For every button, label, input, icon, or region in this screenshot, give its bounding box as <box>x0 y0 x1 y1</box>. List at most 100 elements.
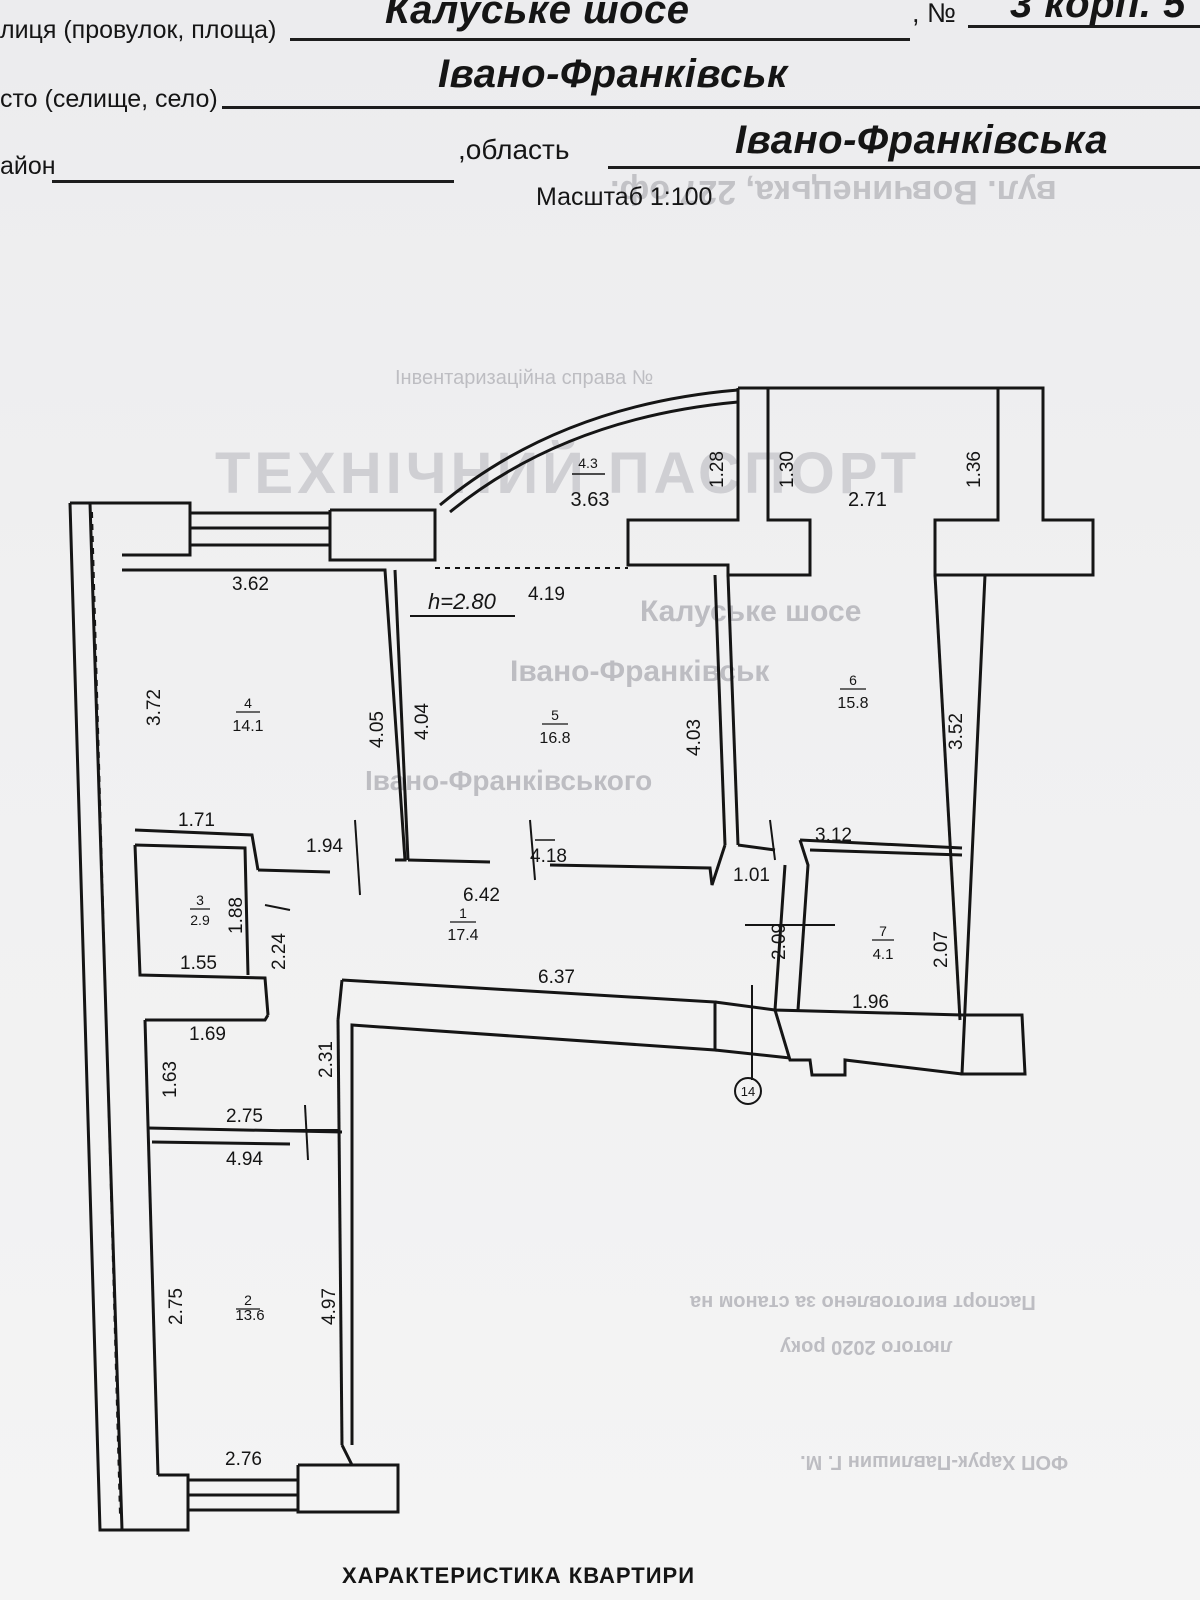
door-mark <box>264 904 291 911</box>
dimension-labels: 3.62 4.19 2.71 1.71 1.94 4.18 3.12 6.42 … <box>178 489 889 1470</box>
room-area: 2.9 <box>190 912 210 928</box>
exterior-wall <box>773 1009 963 1077</box>
ghost-text: Івано-Франківського <box>365 765 653 796</box>
dimension: 1.30 <box>777 451 798 488</box>
interior-wall <box>134 828 260 871</box>
dimension: 4.04 <box>412 703 433 740</box>
dimension: 2.75 <box>166 1288 187 1325</box>
district-line <box>52 180 454 183</box>
number-label: , № <box>912 0 956 28</box>
room-number: 3 <box>196 892 204 908</box>
room-area: 4.1 <box>873 946 894 963</box>
balcony-arc <box>439 388 739 507</box>
door-mark <box>769 819 776 861</box>
interior-wall <box>714 1000 776 1012</box>
room-number: 5 <box>551 707 559 723</box>
room-number: 4 <box>244 695 252 711</box>
room-area: 13.6 <box>235 1307 264 1324</box>
interior-wall <box>393 569 410 861</box>
interior-wall <box>341 978 717 1445</box>
number-value: 3 корп. 5 <box>1010 0 1186 26</box>
dimension: 1.36 <box>964 451 985 488</box>
dimension: 1.69 <box>189 1024 226 1045</box>
street-line <box>290 38 910 41</box>
dimension: 2.76 <box>225 1449 262 1470</box>
exterior-wall <box>933 388 1000 577</box>
dimension: 4.97 <box>319 1288 340 1325</box>
interior-wall <box>340 1444 354 1466</box>
room-area: 15.8 <box>837 695 868 712</box>
interior-wall <box>799 838 963 850</box>
dimension: 1.63 <box>160 1061 181 1098</box>
dimension: 1.96 <box>852 992 889 1013</box>
ghost-text: Івано-Франківськ <box>510 655 770 688</box>
balcony-arc <box>449 400 739 514</box>
dimension: 1.88 <box>226 897 247 934</box>
ghost-text: ТЕХНІЧНИЙ ПАСПОРТ <box>215 441 921 506</box>
exterior-wall <box>90 501 192 557</box>
interior-wall <box>147 1126 343 1134</box>
room-number: 7 <box>879 923 887 939</box>
dimension: 1.28 <box>707 451 728 488</box>
door-mark <box>354 819 361 896</box>
room-area: 14.1 <box>232 718 263 735</box>
room-number: 6 <box>849 672 857 688</box>
interior-wall <box>336 1019 344 1446</box>
dimension: 2.09 <box>769 923 790 960</box>
ghost-text: Калуське шосе <box>640 595 862 628</box>
region-label: ,область <box>458 134 570 165</box>
city-line <box>222 106 1200 109</box>
room-area: 17.4 <box>447 927 478 944</box>
interior-wall <box>133 844 270 1016</box>
axis-marker-circle <box>734 1077 762 1105</box>
city-label: сто (селище, село) <box>0 85 218 113</box>
scale-label: Масштаб 1:100 <box>536 183 713 211</box>
interior-wall <box>122 568 407 862</box>
interior-wall <box>726 574 740 846</box>
dimension: 1.01 <box>733 865 770 886</box>
dimension: 4.18 <box>530 846 567 867</box>
dimension: 2.07 <box>931 931 952 968</box>
dimension: 2.71 <box>848 489 887 511</box>
dimension: 4.03 <box>684 719 705 756</box>
room-labels: 4 14.1 5 16.8 6 15.8 1 17.4 3 2.9 7 4.1 … <box>190 455 894 1324</box>
dimension: 1.55 <box>180 953 217 974</box>
region-value: Івано-Франківська <box>735 118 1109 162</box>
dimension: 3.72 <box>144 689 165 726</box>
interior-wall <box>134 843 250 976</box>
interior-wall <box>257 868 331 874</box>
ghost-text: Інвентаризаційна справа № <box>395 367 654 389</box>
room-number: 2 <box>244 1292 252 1308</box>
ceiling-height: h=2.80 <box>428 589 497 614</box>
vertical-dimension-labels: 1.28 1.30 1.36 3.72 4.05 4.04 4.03 3.52 … <box>144 451 985 1325</box>
interior-wall <box>336 979 344 1021</box>
dimension: 2.31 <box>316 1041 337 1078</box>
interior-wall <box>145 1014 270 1022</box>
interior-wall <box>713 574 727 846</box>
interior-wall <box>143 1019 160 1476</box>
street-label: лиця (провулок, площа) <box>0 16 277 44</box>
interior-wall <box>796 839 810 1011</box>
dimension: 3.62 <box>232 574 269 595</box>
interior-wall <box>809 848 963 857</box>
dimension: 6.37 <box>538 967 575 988</box>
room-number: 1 <box>459 905 467 921</box>
city-value: Івано-Франківськ <box>438 52 788 96</box>
interior-wall <box>407 858 491 864</box>
door-mark <box>304 1104 309 1161</box>
dimension: 2.75 <box>226 1106 263 1127</box>
dimension: 4.05 <box>367 711 388 748</box>
interior-wall <box>151 1140 291 1146</box>
dimension: 2.24 <box>269 933 290 970</box>
interior-wall <box>549 844 727 886</box>
dimension: 1.94 <box>306 836 343 857</box>
exterior-wall <box>960 386 1095 1076</box>
interior-wall <box>933 574 962 1021</box>
exterior-wall <box>296 1463 400 1514</box>
room-area: 16.8 <box>539 730 570 747</box>
section-title: ХАРАКТЕРИСТИКА КВАРТИРИ <box>342 1563 696 1588</box>
exterior-wall <box>328 508 437 562</box>
dimension: 6.42 <box>463 885 500 906</box>
